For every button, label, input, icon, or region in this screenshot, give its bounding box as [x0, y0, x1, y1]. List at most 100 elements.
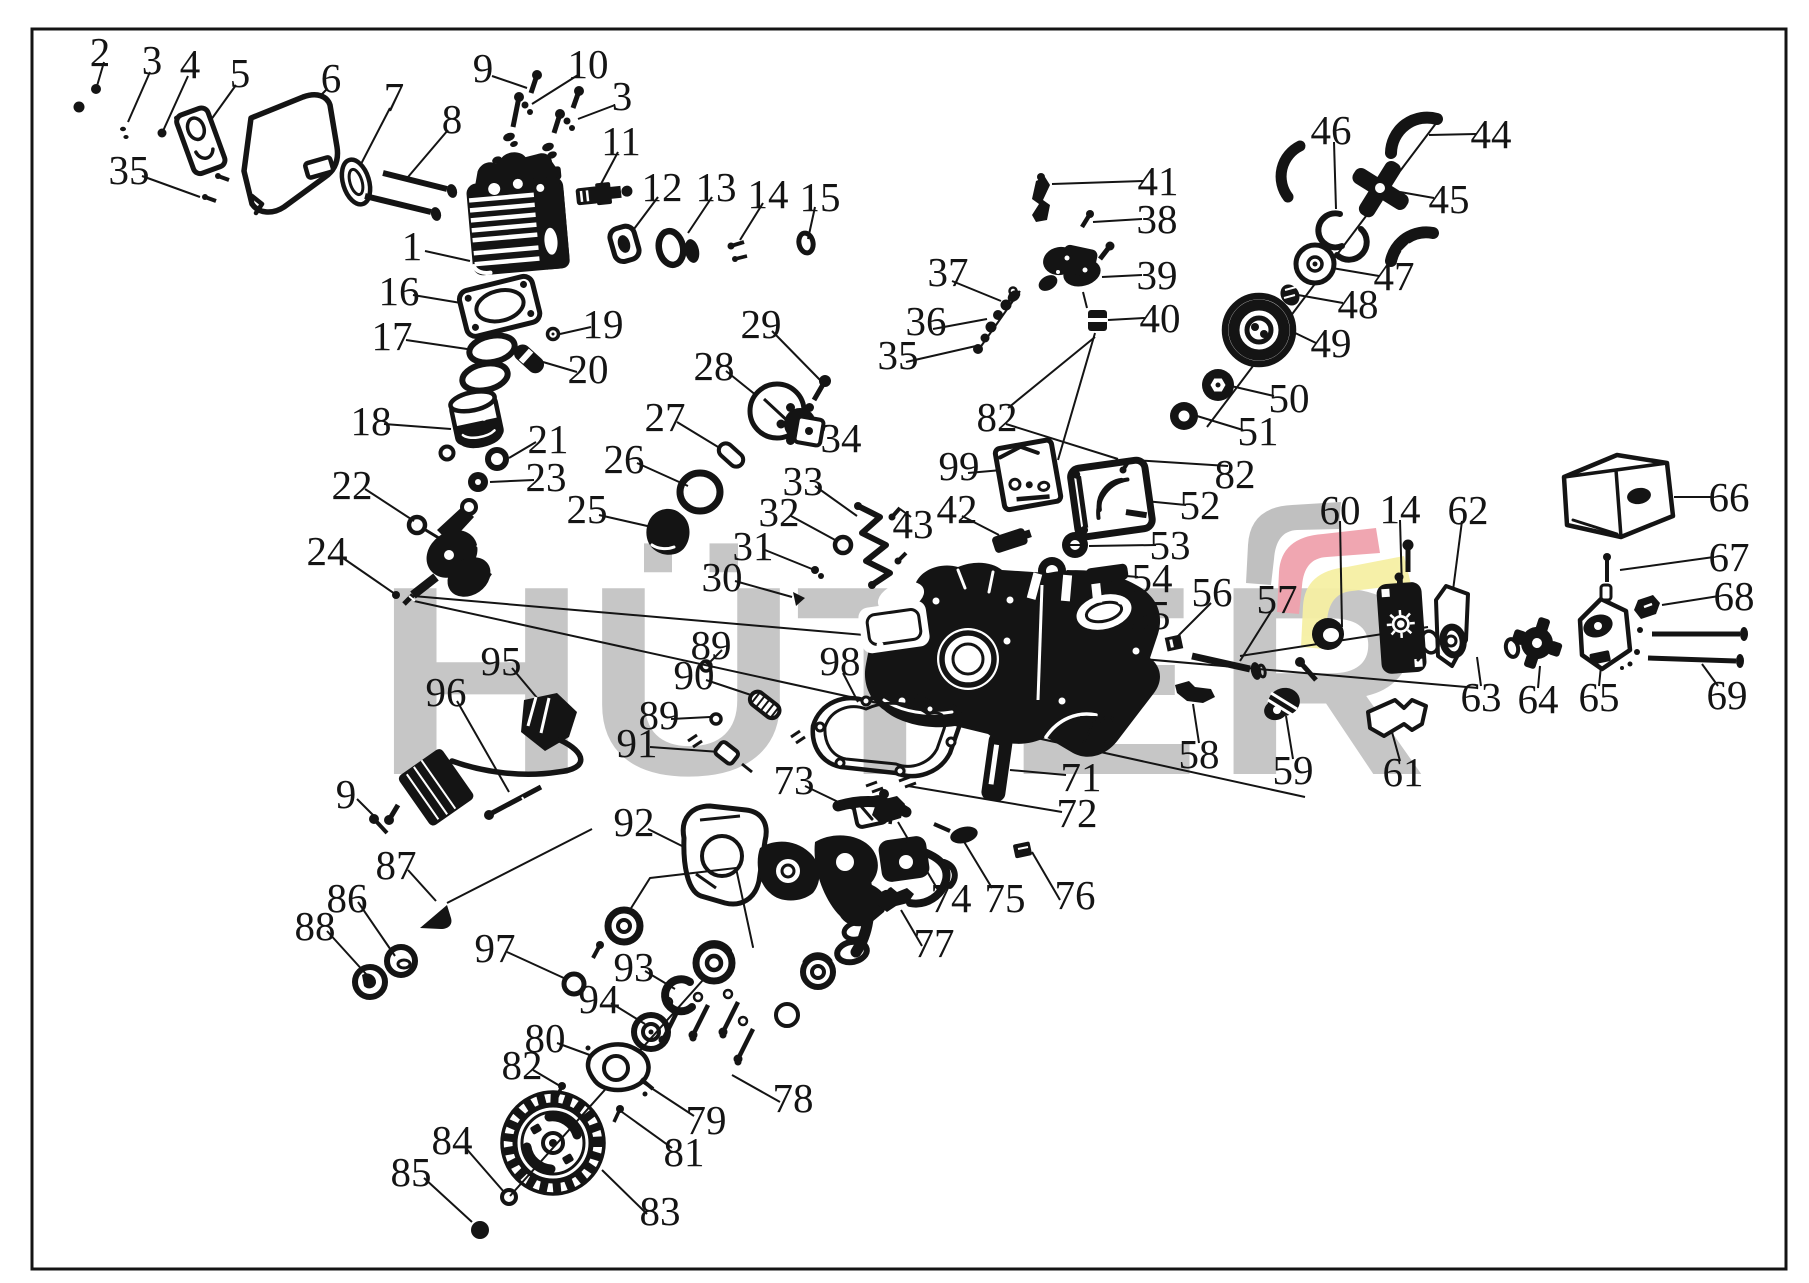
svg-text:75: 75 [985, 875, 1026, 921]
svg-text:28: 28 [694, 343, 735, 389]
svg-text:81: 81 [664, 1129, 705, 1175]
svg-text:83: 83 [640, 1188, 681, 1234]
svg-text:64: 64 [1518, 676, 1559, 722]
svg-text:82: 82 [502, 1042, 543, 1088]
svg-text:2: 2 [90, 29, 111, 75]
svg-text:50: 50 [1269, 375, 1310, 421]
svg-text:17: 17 [372, 313, 413, 359]
svg-text:91: 91 [617, 720, 658, 766]
svg-text:23: 23 [526, 454, 567, 500]
svg-text:49: 49 [1311, 320, 1352, 366]
svg-text:11: 11 [601, 118, 640, 164]
svg-text:6: 6 [321, 55, 342, 101]
svg-text:54: 54 [1132, 555, 1173, 601]
svg-text:77: 77 [914, 920, 955, 966]
svg-text:76: 76 [1055, 872, 1096, 918]
svg-text:3: 3 [612, 73, 633, 119]
svg-text:8: 8 [442, 96, 463, 142]
svg-text:1: 1 [402, 223, 423, 269]
svg-text:32: 32 [759, 489, 800, 535]
svg-text:85: 85 [391, 1149, 432, 1195]
svg-text:43: 43 [893, 501, 934, 547]
svg-text:12: 12 [642, 164, 683, 210]
svg-text:51: 51 [1238, 408, 1279, 454]
svg-text:15: 15 [800, 174, 841, 220]
svg-text:82: 82 [1215, 451, 1256, 497]
svg-text:27: 27 [645, 394, 686, 440]
svg-text:71: 71 [1061, 754, 1102, 800]
svg-text:93: 93 [614, 944, 655, 990]
svg-text:21: 21 [528, 416, 569, 462]
svg-text:70: 70 [1078, 706, 1119, 752]
svg-text:69: 69 [1707, 672, 1748, 718]
svg-text:14: 14 [1380, 486, 1421, 532]
svg-text:16: 16 [379, 268, 420, 314]
svg-text:53: 53 [1150, 522, 1191, 568]
svg-text:72: 72 [1057, 790, 1098, 836]
svg-text:68: 68 [1714, 573, 1755, 619]
svg-text:14: 14 [748, 171, 789, 217]
svg-text:99: 99 [939, 443, 980, 489]
svg-text:84: 84 [432, 1117, 473, 1163]
svg-text:37: 37 [928, 249, 969, 295]
svg-text:26: 26 [604, 436, 645, 482]
svg-text:10: 10 [568, 41, 609, 87]
svg-text:55: 55 [1130, 592, 1171, 638]
svg-text:7: 7 [384, 74, 405, 120]
svg-text:89: 89 [639, 692, 680, 738]
svg-text:19: 19 [583, 301, 624, 347]
svg-text:65: 65 [1579, 674, 1620, 720]
svg-text:13: 13 [696, 164, 737, 210]
svg-text:86: 86 [327, 875, 368, 921]
svg-text:82: 82 [977, 394, 1018, 440]
svg-text:29: 29 [741, 301, 782, 347]
svg-text:36: 36 [906, 298, 947, 344]
svg-text:95: 95 [481, 638, 522, 684]
svg-text:41: 41 [1138, 158, 1179, 204]
svg-text:88: 88 [295, 903, 336, 949]
svg-text:33: 33 [783, 458, 824, 504]
svg-text:59: 59 [1273, 747, 1314, 793]
svg-text:67: 67 [1709, 534, 1750, 580]
svg-text:34: 34 [821, 415, 862, 461]
svg-text:18: 18 [351, 398, 392, 444]
svg-text:98: 98 [820, 638, 861, 684]
svg-text:42: 42 [937, 486, 978, 532]
svg-text:40: 40 [1140, 295, 1181, 341]
svg-text:66: 66 [1709, 474, 1750, 520]
svg-text:62: 62 [1448, 487, 1489, 533]
svg-text:79: 79 [686, 1097, 727, 1143]
svg-text:35: 35 [109, 147, 150, 193]
svg-text:74: 74 [931, 875, 972, 921]
svg-text:58: 58 [1179, 731, 1220, 777]
svg-text:61: 61 [1383, 749, 1424, 795]
svg-text:30: 30 [702, 554, 743, 600]
svg-text:47: 47 [1374, 253, 1415, 299]
svg-text:38: 38 [1137, 196, 1178, 242]
svg-text:94: 94 [579, 976, 620, 1022]
svg-text:57: 57 [1257, 576, 1298, 622]
svg-text:3: 3 [142, 37, 163, 83]
svg-text:35: 35 [878, 332, 919, 378]
svg-text:80: 80 [525, 1015, 566, 1061]
svg-text:25: 25 [567, 486, 608, 532]
svg-text:4: 4 [180, 41, 201, 87]
svg-text:5: 5 [230, 50, 251, 96]
svg-text:92: 92 [614, 799, 655, 845]
svg-text:31: 31 [733, 523, 774, 569]
svg-text:78: 78 [773, 1075, 814, 1121]
svg-text:48: 48 [1338, 281, 1379, 327]
svg-text:20: 20 [568, 346, 609, 392]
svg-text:39: 39 [1137, 252, 1178, 298]
svg-text:52: 52 [1180, 482, 1221, 528]
svg-text:73: 73 [774, 757, 815, 803]
svg-text:56: 56 [1192, 569, 1233, 615]
svg-text:96: 96 [426, 669, 467, 715]
svg-text:90: 90 [674, 652, 715, 698]
svg-text:97: 97 [475, 925, 516, 971]
svg-text:45: 45 [1429, 176, 1470, 222]
svg-text:44: 44 [1471, 111, 1512, 157]
svg-text:9: 9 [473, 45, 494, 91]
svg-text:87: 87 [376, 842, 417, 888]
svg-text:89: 89 [691, 622, 732, 668]
